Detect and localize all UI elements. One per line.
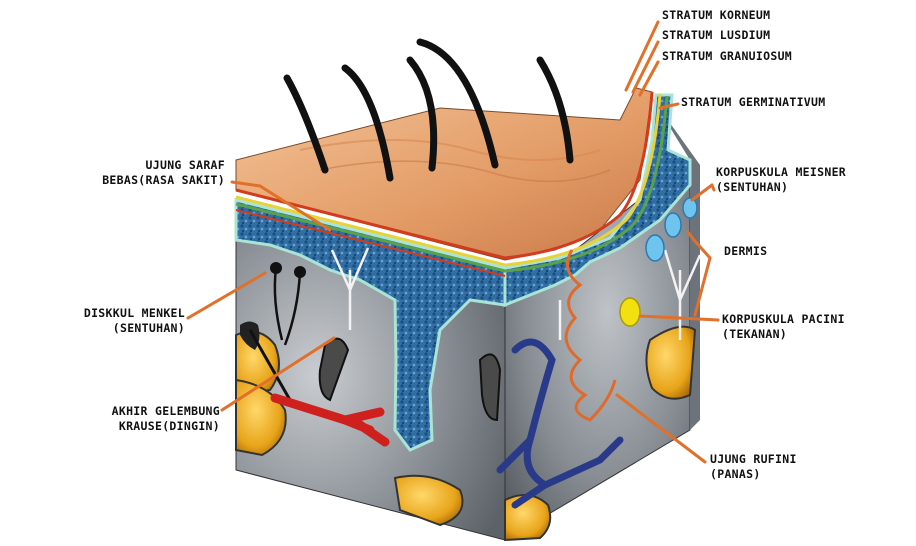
label-stratum-granuiosum: STRATUM GRANUIOSUM [662,49,792,64]
label-stratum-germinativum: STRATUM GERMINATIVUM [681,95,825,110]
fat-bottom-2 [505,495,550,540]
label-korpuskula-pacini: KORPUSKULA PACINI (TEKANAN) [722,312,845,342]
label-dermis: DERMIS [724,244,767,259]
label-akhir-gelembung: AKHIR GELEMBUNG KRAUSE(DINGIN) [10,404,220,434]
meisner-corpuscle-1 [646,235,664,261]
meisner-corpuscle-2 [665,213,681,237]
label-ujung-saraf: UJUNG SARAF BEBAS(RASA SAKIT) [40,158,225,188]
label-korpuskula-meisner: KORPUSKULA MEISNER (SENTUHAN) [716,165,846,195]
meisner-corpuscle-3 [683,198,697,218]
label-ujung-rufini: UJUNG RUFINI (PANAS) [710,452,797,482]
fat-right [646,327,695,399]
label-diskkul-menkel: DISKKUL MENKEL (SENTUHAN) [10,306,185,336]
label-stratum-lusdium: STRATUM LUSDIUM [662,28,770,43]
label-stratum-korneum: STRATUM KORNEUM [662,8,770,23]
pacini-corpuscle [620,298,640,326]
